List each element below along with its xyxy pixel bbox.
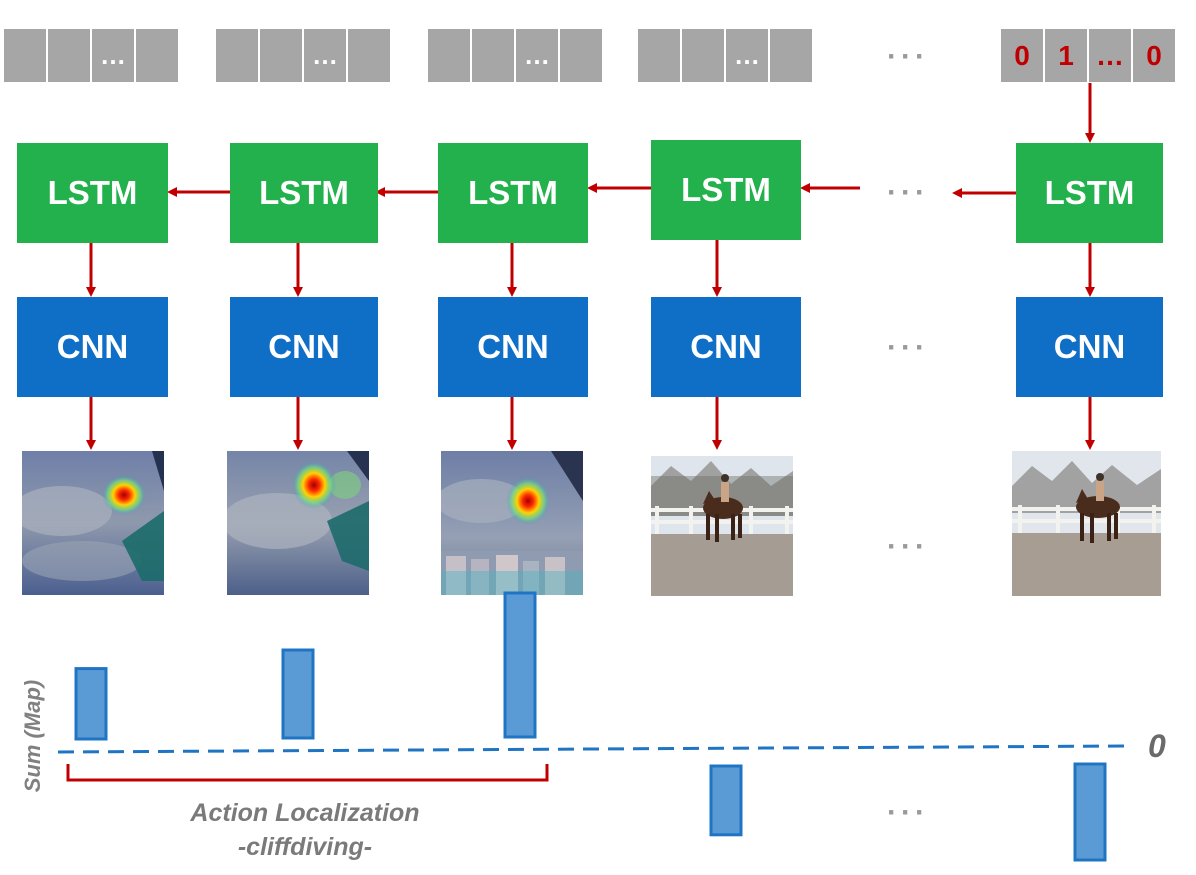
vector-row-ellipsis: ··· <box>887 40 929 73</box>
bracket-caption: Action Localization -cliffdiving- <box>130 796 480 864</box>
vector-cell <box>472 29 514 82</box>
vector-cell <box>216 29 258 82</box>
lstm-row-ellipsis: ··· <box>887 176 929 209</box>
label-vector-cell: … <box>1089 29 1131 82</box>
frame-attention-2 <box>227 451 369 595</box>
caption-line-1: Action Localization <box>190 799 420 827</box>
cnn-block-5: CNN <box>1016 297 1163 397</box>
label-vector-cell: 0 <box>1133 29 1175 82</box>
lstm-block-3: LSTM <box>438 143 588 243</box>
lstm-block-5: LSTM <box>1016 143 1163 243</box>
vector-cell-ellipsis: … <box>516 29 558 82</box>
cnn-block-4: CNN <box>651 297 801 397</box>
vector-cell <box>348 29 390 82</box>
label-vector: 0 1 … 0 <box>1001 29 1177 82</box>
y-axis-label: Sum (Map) <box>20 679 45 793</box>
output-vector-3: … <box>428 29 604 82</box>
vector-cell-ellipsis: … <box>92 29 134 82</box>
vector-cell <box>428 29 470 82</box>
vector-cell <box>4 29 46 82</box>
frame-attention-3 <box>441 451 583 595</box>
vector-cell <box>770 29 812 82</box>
vector-cell <box>136 29 178 82</box>
vector-cell <box>682 29 724 82</box>
zero-label: 0 <box>1148 728 1166 764</box>
output-vector-4: … <box>638 29 814 82</box>
vector-cell <box>560 29 602 82</box>
frame-4 <box>651 456 793 596</box>
frame-row-ellipsis: ··· <box>887 530 929 563</box>
label-vector-cell: 0 <box>1001 29 1043 82</box>
lstm-block-1: LSTM <box>17 143 168 243</box>
vector-cell <box>48 29 90 82</box>
vector-cell <box>638 29 680 82</box>
localization-bracket <box>66 764 549 782</box>
cnn-block-3: CNN <box>438 297 588 397</box>
cnn-row-ellipsis: ··· <box>887 331 929 364</box>
output-vector-2: … <box>216 29 392 82</box>
label-vector-cell: 1 <box>1045 29 1087 82</box>
lstm-block-4: LSTM <box>651 140 801 240</box>
cnn-block-2: CNN <box>230 297 378 397</box>
bar-row-ellipsis: ··· <box>887 796 929 829</box>
vector-cell-ellipsis: … <box>304 29 346 82</box>
output-vector-1: … <box>4 29 180 82</box>
frame-attention-1 <box>22 451 164 595</box>
caption-line-2: -cliffdiving- <box>237 833 373 861</box>
cnn-block-1: CNN <box>17 297 168 397</box>
lstm-block-2: LSTM <box>230 143 378 243</box>
vector-cell <box>260 29 302 82</box>
frame-5 <box>1012 451 1161 596</box>
vector-cell-ellipsis: … <box>726 29 768 82</box>
zero-baseline <box>57 744 1129 754</box>
